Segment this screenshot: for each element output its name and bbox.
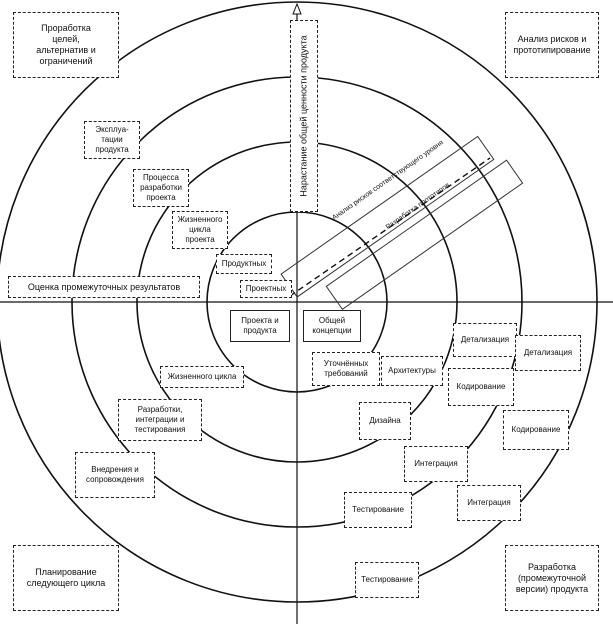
label-implementation: Внедрения и сопровождения: [75, 452, 155, 498]
corner-bottom-left: Планирование следующего цикла: [13, 545, 119, 611]
label-coding-1: Кодирование: [448, 368, 514, 406]
label-product: Продуктных: [216, 254, 272, 274]
arrow-head-icon: [292, 2, 302, 15]
label-dev-integration: Разработки, интеграции и тестирования: [118, 399, 202, 441]
label-coding-2: Кодирование: [503, 410, 569, 450]
label-integration-1: Интеграция: [404, 446, 468, 482]
label-project: Проектных: [240, 280, 292, 298]
corner-top-left: Проработка целей, альтернатив и ограниче…: [13, 12, 119, 78]
label-exploitation: Эксплуа- тации продукта: [84, 121, 140, 159]
label-lifecycle: Жизненного цикла: [160, 366, 244, 388]
label-integration-2: Интеграция: [457, 485, 521, 521]
corner-top-right: Анализ рисков и прототипирование: [505, 12, 599, 78]
label-project-and-product: Проекта и продукта: [230, 310, 290, 342]
label-testing-1: Тестирование: [344, 492, 412, 528]
label-design: Дизайна: [359, 402, 411, 440]
label-testing-2: Тестирование: [355, 562, 419, 598]
label-detail-1: Детализация: [453, 323, 517, 357]
label-general-concept: Общей концепции: [303, 310, 361, 342]
label-lifecycle-project: Жизненного цикла проекта: [172, 211, 228, 249]
horizontal-axis-label: Оценка промежуточных результатов: [8, 276, 200, 298]
vertical-axis-label-box: Нарастание общей ценности продукта: [290, 20, 318, 212]
label-architecture: Архитектуры: [381, 356, 443, 386]
risk-dashed-line: [289, 157, 491, 297]
vertical-axis-label: Нарастание общей ценности продукта: [299, 35, 310, 197]
label-detail-2: Детализация: [515, 335, 581, 371]
label-refined-requirements: Уточнённых требований: [312, 352, 380, 386]
corner-bottom-right: Разработка (промежуточной версии) продук…: [505, 545, 599, 611]
risk-band-lower: [325, 159, 524, 310]
label-process: Процесса разработки проекта: [133, 169, 189, 207]
